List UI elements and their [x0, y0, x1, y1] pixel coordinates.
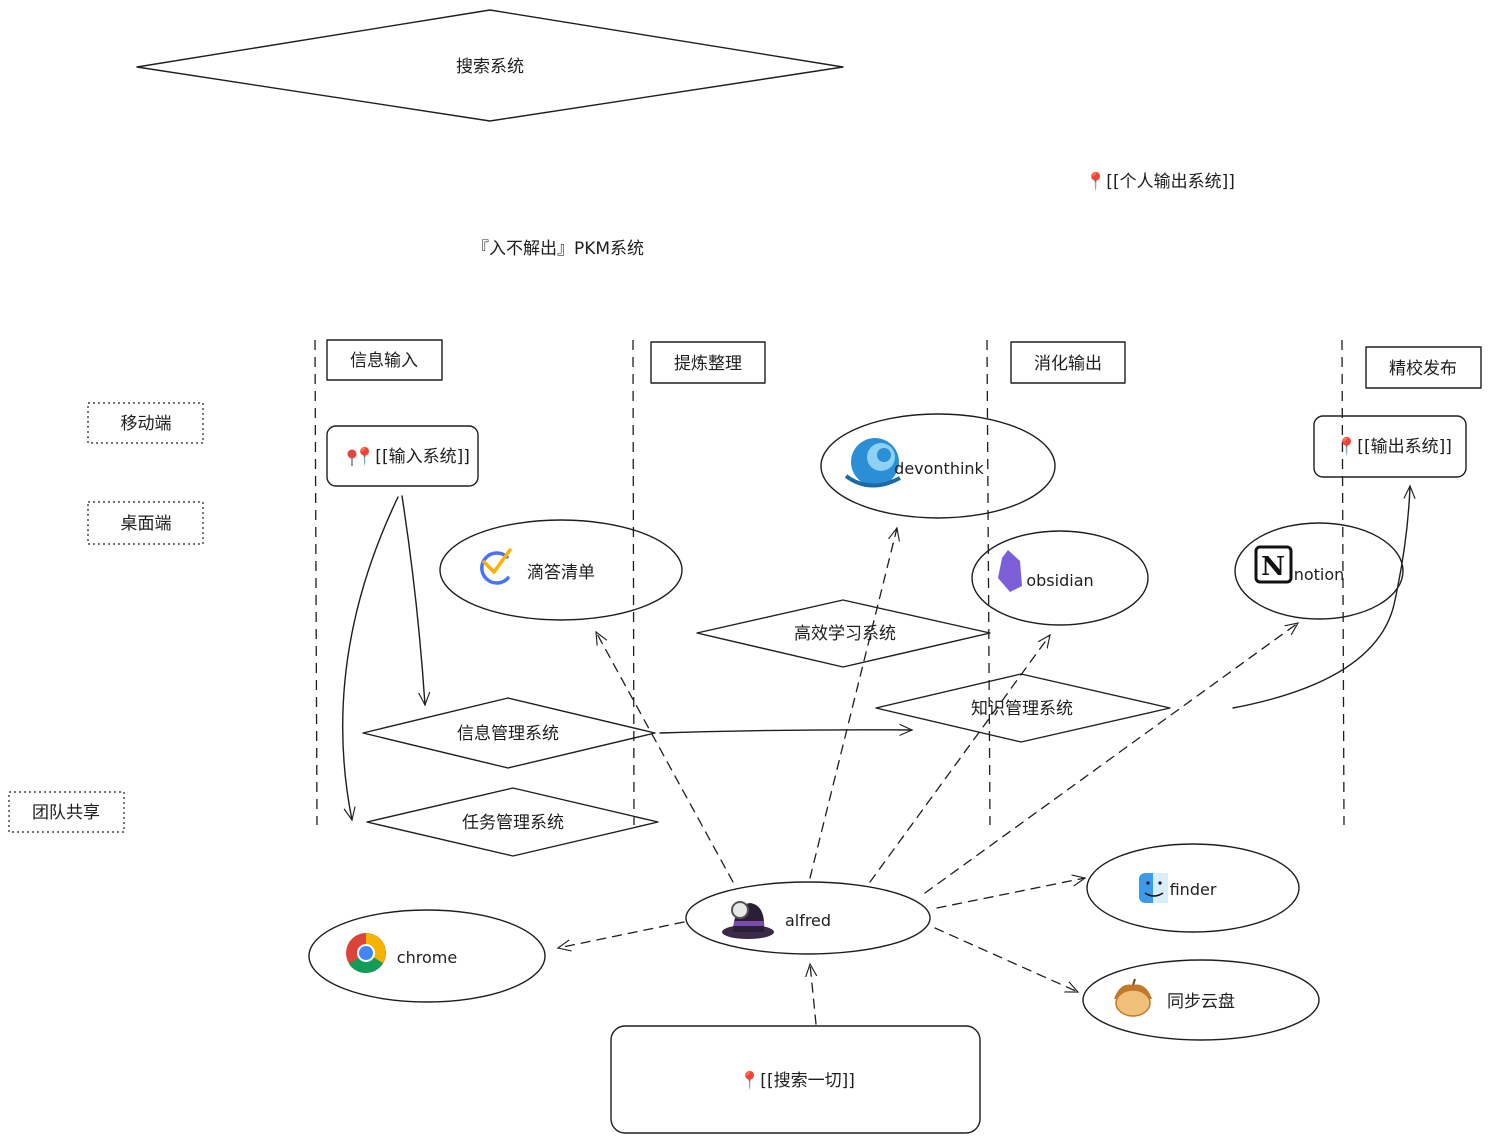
input-system-label: 📍[[输入系统]]: [354, 446, 470, 467]
team-share-label-box[interactable]: 团队共享: [8, 791, 125, 833]
lane-header-input[interactable]: 信息输入: [326, 339, 443, 381]
ticktick-node[interactable]: 滴答清单: [439, 519, 683, 621]
mobile-label-box[interactable]: 移动端: [87, 402, 204, 444]
desktop-label-box[interactable]: 桌面端: [87, 501, 204, 545]
swimlane-dividers: [314, 339, 1345, 826]
lane-header-refine[interactable]: 提炼整理: [650, 341, 766, 384]
lane-header-digest[interactable]: 消化输出: [1010, 341, 1126, 384]
lane-header-digest-label: 消化输出: [1034, 354, 1102, 374]
chrome-node[interactable]: chrome: [308, 909, 546, 1003]
input-system-node[interactable]: 📍[[输入系统]]: [326, 425, 479, 487]
personal-output-label: 📍[[个人输出系统]]: [1085, 171, 1235, 192]
obsidian-label: obsidian: [1026, 571, 1093, 590]
chrome-label: chrome: [397, 948, 457, 967]
arrow-alfred-to-ticktick: [596, 632, 734, 883]
chrome-icon: [346, 933, 386, 973]
lane-header-publish[interactable]: 精校发布: [1365, 346, 1482, 389]
search-all-node[interactable]: 📍[[搜索一切]]: [610, 1025, 981, 1134]
efficient-learning-label: 高效学习系统: [794, 624, 896, 644]
efficient-learning-node[interactable]: 高效学习系统: [696, 599, 991, 668]
devonthink-node[interactable]: devonthink: [820, 413, 1056, 519]
arrow-input-to-task: [342, 496, 399, 820]
arrow-alfred-to-obsidian: [869, 635, 1050, 883]
mobile-label: 移动端: [121, 414, 172, 434]
arrow-alfred-to-notion: [924, 623, 1298, 894]
sync-cloud-label: 同步云盘: [1167, 992, 1235, 1012]
devonthink-label: devonthink: [894, 459, 984, 478]
lane-header-input-label: 信息输入: [350, 351, 418, 371]
info-mgmt-node[interactable]: 信息管理系统: [362, 697, 656, 769]
output-system-node[interactable]: 📍[[输出系统]]: [1313, 415, 1467, 478]
desktop-label: 桌面端: [121, 514, 172, 534]
alfred-hat-icon: [722, 901, 774, 939]
info-mgmt-label: 信息管理系统: [457, 724, 559, 744]
notion-label: notion: [1294, 565, 1345, 584]
personal-output-link[interactable]: 📍[[个人输出系统]]: [1085, 171, 1235, 192]
checkmark-circle-icon: [480, 548, 512, 585]
arrow-knowledge-to-output: [1232, 486, 1410, 709]
svg-text:N: N: [1261, 552, 1285, 582]
arrow-alfred-to-chrome: [558, 921, 685, 948]
sync-cloud-node[interactable]: 同步云盘: [1082, 959, 1320, 1041]
arrow-info-to-knowledge: [659, 730, 912, 733]
output-system-label: 📍[[输出系统]]: [1336, 436, 1452, 457]
task-mgmt-label: 任务管理系统: [462, 813, 564, 833]
pkm-title: 『入不解出』PKM系统: [472, 239, 644, 259]
notion-icon: N: [1254, 545, 1293, 584]
lane-header-publish-label: 精校发布: [1389, 359, 1457, 379]
acorn-icon: [1114, 978, 1152, 1017]
arrow-alfred-to-finder: [936, 878, 1085, 909]
obsidian-node[interactable]: obsidian: [971, 530, 1149, 626]
finder-icon: [1139, 873, 1168, 903]
alfred-node[interactable]: alfred: [685, 881, 931, 955]
task-mgmt-node[interactable]: 任务管理系统: [366, 787, 659, 857]
finder-node[interactable]: finder: [1086, 843, 1300, 933]
alfred-label: alfred: [785, 911, 831, 930]
knowledge-mgmt-label: 知识管理系统: [971, 699, 1073, 719]
arrow-search-to-alfred: [810, 964, 816, 1025]
search-system-label: 搜索系统: [456, 57, 524, 77]
lane-divider-publish: [1341, 339, 1345, 826]
lane-divider-refine: [632, 339, 635, 826]
obsidian-icon: [998, 550, 1022, 592]
lane-divider-input: [314, 339, 318, 826]
finder-label: finder: [1170, 880, 1217, 899]
arrow-alfred-to-sync: [934, 927, 1078, 993]
connectors: [342, 486, 1410, 1025]
ticktick-label: 滴答清单: [527, 563, 595, 583]
arrow-input-to-info: [401, 495, 425, 705]
devonthink-icon: [844, 438, 901, 488]
knowledge-mgmt-node[interactable]: 知识管理系统: [875, 673, 1171, 743]
team-share-label: 团队共享: [32, 803, 100, 823]
arrow-alfred-to-devonthink: [809, 528, 897, 879]
lane-header-refine-label: 提炼整理: [674, 354, 742, 374]
notion-node[interactable]: N notion: [1234, 522, 1404, 620]
search-system-node[interactable]: 搜索系统: [136, 9, 844, 122]
lane-divider-digest: [986, 339, 991, 826]
search-all-label: 📍[[搜索一切]]: [739, 1070, 855, 1091]
